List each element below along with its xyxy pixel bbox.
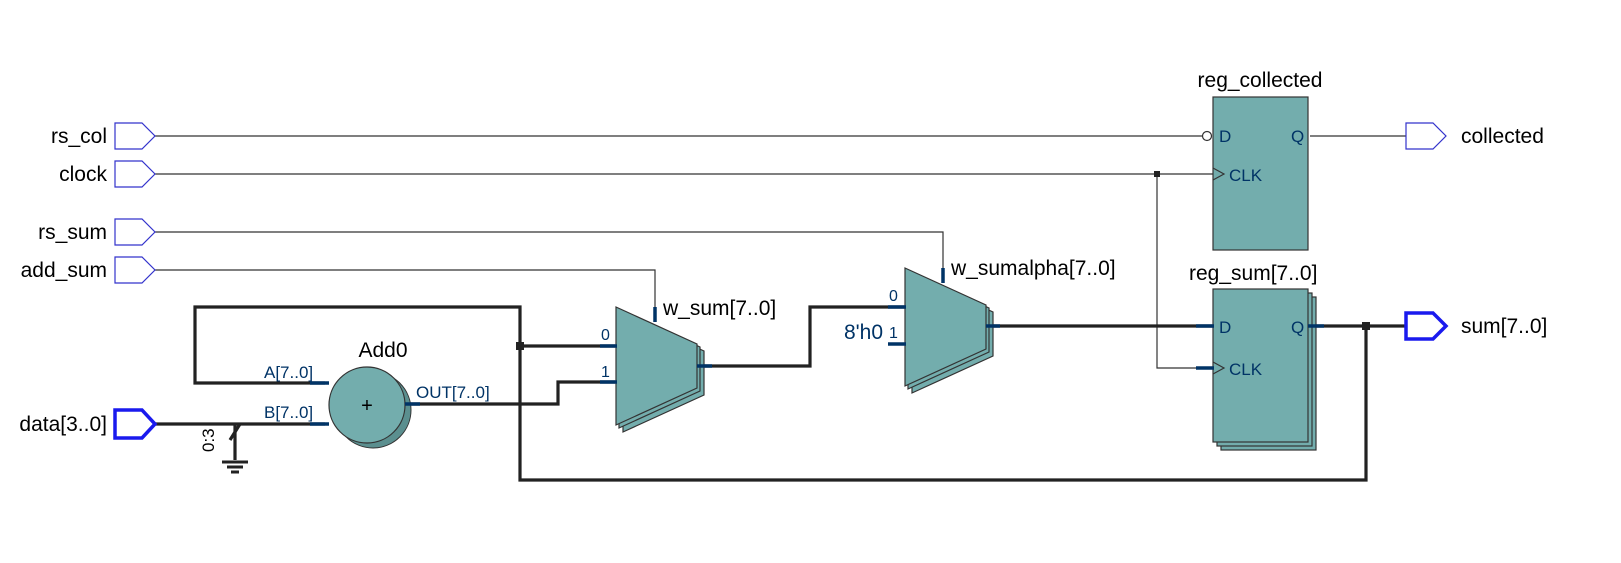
mux-w-sumalpha-name: w_sumalpha[7..0]	[950, 257, 1116, 280]
mux-w-sumalpha-in1: 1	[889, 325, 898, 342]
clock-triangle-icon	[1212, 167, 1226, 181]
output-label-sum: sum[7..0]	[1461, 315, 1547, 338]
input-pin-clock[interactable]: clock	[59, 160, 156, 188]
ground-label: 0:3	[199, 428, 218, 452]
bus-wires	[155, 305, 1406, 482]
output-pins: collected sum[7..0]	[1404, 122, 1547, 341]
input-label-data: data[3..0]	[19, 413, 107, 436]
register-reg-sum[interactable]: D Q CLK reg_sum[7..0]	[1189, 262, 1324, 451]
input-label-add-sum: add_sum	[21, 259, 107, 282]
input-label-rs-sum: rs_sum	[38, 221, 107, 244]
output-pin-collected[interactable]: collected	[1405, 122, 1544, 150]
register-reg-collected[interactable]: D Q CLK reg_collected	[1198, 69, 1323, 251]
input-pins: rs_col clock rs_sum add_sum data[3..0]	[19, 122, 158, 440]
inverter-bubble-icon	[1201, 130, 1213, 142]
reg-sum-name: reg_sum[7..0]	[1189, 262, 1317, 285]
mux-w-sum-in1: 1	[601, 364, 610, 381]
reg-collected-clk: CLK	[1229, 166, 1263, 185]
wire-clock-branch	[1156, 174, 1215, 369]
mux-w-sum-in0: 0	[601, 327, 610, 344]
mux-w-sum-name: w_sum[7..0]	[662, 297, 776, 320]
input-pin-add-sum[interactable]: add_sum	[21, 256, 156, 284]
output-pin-sum[interactable]: sum[7..0]	[1404, 311, 1547, 341]
mux-w-sumalpha-in0: 0	[889, 288, 898, 305]
input-pin-data[interactable]: data[3..0]	[19, 408, 158, 440]
reg-collected-name: reg_collected	[1198, 69, 1323, 92]
adder-symbol: +	[361, 395, 373, 417]
reg-sum-body	[1212, 288, 1309, 443]
adder-port-b: B[7..0]	[264, 403, 313, 422]
mux-w-sumalpha-const: 8'h0	[844, 321, 883, 344]
wire-add-sum	[155, 269, 656, 310]
reg-collected-body	[1212, 96, 1309, 251]
reg-sum-clk: CLK	[1229, 360, 1263, 379]
thin-wires	[155, 135, 1406, 369]
reg-collected-d: D	[1219, 127, 1231, 146]
wire-rs-sum	[155, 231, 944, 272]
adder-name: Add0	[358, 339, 407, 362]
mux-w-sumalpha-front	[904, 267, 987, 387]
adder-port-a: A[7..0]	[264, 363, 313, 382]
reg-collected-q: Q	[1291, 127, 1304, 146]
input-label-rs-col: rs_col	[51, 125, 107, 148]
junction-dot	[1362, 322, 1370, 330]
input-pin-rs-sum[interactable]: rs_sum	[38, 218, 156, 246]
output-label-collected: collected	[1461, 125, 1544, 148]
bus-ground-slant	[228, 423, 242, 441]
reg-sum-d: D	[1219, 318, 1231, 337]
adder-port-out: OUT[7..0]	[416, 383, 490, 402]
clock-triangle-icon	[1212, 361, 1226, 375]
mux-w-sum-front	[615, 306, 698, 426]
junction-dot	[1154, 171, 1160, 177]
ground-icon	[222, 460, 248, 474]
mux-w-sumalpha[interactable]: 0 1 8'h0 w_sumalpha[7..0]	[844, 257, 1116, 394]
bus-feedback-sum	[518, 326, 1368, 482]
bus-wsum	[698, 305, 905, 368]
bus-feedback-a	[193, 305, 522, 385]
input-label-clock: clock	[59, 163, 107, 186]
mux-w-sum[interactable]: 0 1 w_sum[7..0]	[600, 297, 776, 433]
junction-dot	[516, 342, 524, 350]
adder-add0[interactable]: + Add0 A[7..0] B[7..0] OUT[7..0]	[264, 339, 490, 449]
bus-adder-out	[408, 380, 615, 406]
input-pin-rs-col[interactable]: rs_col	[51, 122, 156, 150]
reg-sum-q: Q	[1291, 318, 1304, 337]
